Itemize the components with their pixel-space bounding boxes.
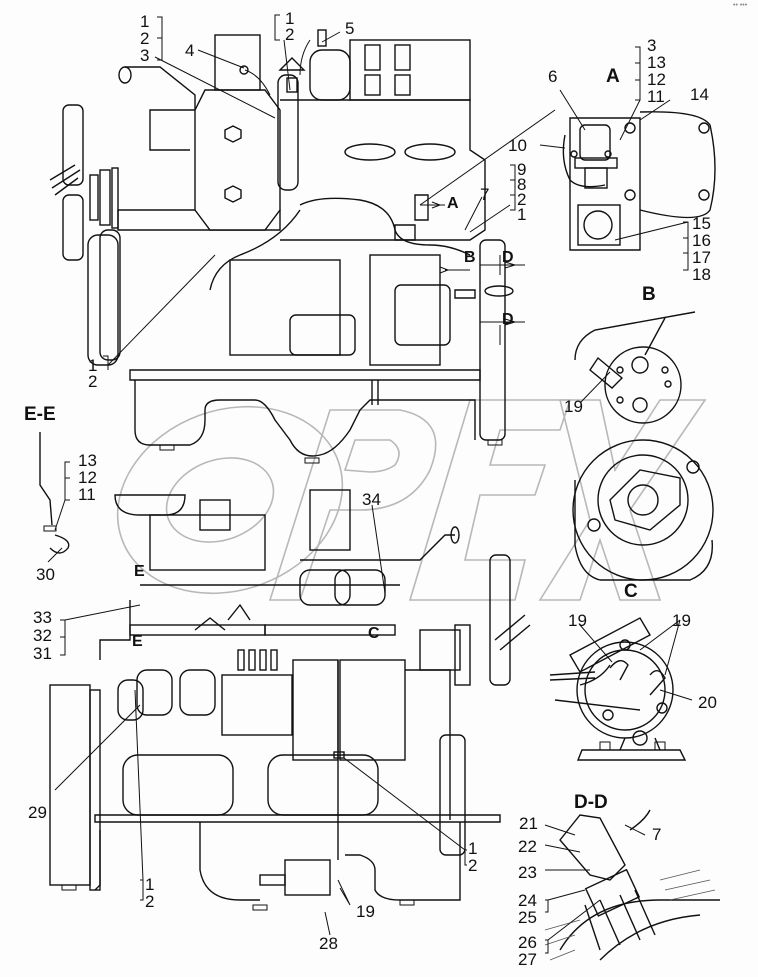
lower-engine-view bbox=[49, 489, 531, 911]
callout-24: 24 bbox=[518, 891, 537, 910]
section-mark-a: A bbox=[447, 195, 459, 212]
callout-22: 22 bbox=[518, 837, 537, 856]
callout-13: 13 bbox=[647, 53, 666, 72]
callout-7: 7 bbox=[480, 185, 490, 204]
callout-29: 29 bbox=[28, 803, 47, 822]
callout-3: 3 bbox=[647, 36, 657, 55]
callout-28: 28 bbox=[319, 934, 338, 953]
callout-31: 31 bbox=[33, 644, 52, 663]
view-title-b: B bbox=[642, 284, 656, 305]
callout-25: 25 bbox=[518, 908, 537, 927]
view-a-detail bbox=[562, 111, 716, 251]
callout-15: 15 bbox=[692, 214, 711, 233]
callout-9: 9 bbox=[517, 160, 527, 179]
section-mark-c: C bbox=[368, 625, 380, 642]
callout-34: 34 bbox=[362, 490, 381, 509]
callout-13: 13 bbox=[78, 451, 97, 470]
callout-12: 12 bbox=[78, 468, 97, 487]
top-engine-view bbox=[49, 29, 525, 464]
callout-1: 1 bbox=[140, 12, 150, 31]
callout-4: 4 bbox=[185, 41, 195, 60]
view-title-c: C bbox=[624, 581, 638, 602]
callout-1: 1 bbox=[145, 875, 155, 894]
corner-mark: •• ••• bbox=[733, 2, 748, 9]
view-b-detail bbox=[572, 311, 714, 581]
callout-10: 10 bbox=[508, 136, 527, 155]
callout-27: 27 bbox=[518, 950, 537, 969]
callout-12: 12 bbox=[647, 70, 666, 89]
callout-32: 32 bbox=[33, 626, 52, 645]
callout-19: 19 bbox=[568, 611, 587, 630]
callout-2: 2 bbox=[145, 892, 155, 911]
view-title-ee: E-E bbox=[24, 404, 56, 425]
view-title-dd: D-D bbox=[574, 792, 608, 813]
callout-21: 21 bbox=[519, 814, 538, 833]
callout-3: 3 bbox=[140, 46, 150, 65]
section-mark-d-bottom: D bbox=[502, 311, 514, 328]
callout-6: 6 bbox=[548, 67, 558, 86]
callout-17: 17 bbox=[692, 248, 711, 267]
callout-2: 2 bbox=[468, 856, 478, 875]
callout-2: 2 bbox=[88, 372, 98, 391]
callout-33: 33 bbox=[33, 608, 52, 627]
watermark-opex bbox=[116, 399, 707, 601]
callout-11: 11 bbox=[78, 485, 96, 504]
callout-7: 7 bbox=[652, 825, 662, 844]
section-mark-d-top: D bbox=[502, 249, 514, 266]
view-c-detail bbox=[549, 617, 687, 761]
callout-14: 14 bbox=[690, 85, 709, 104]
callout-1: 1 bbox=[285, 9, 295, 28]
callout-23: 23 bbox=[518, 863, 537, 882]
section-mark-e-top: E bbox=[134, 563, 145, 580]
callout-19: 19 bbox=[564, 397, 583, 416]
view-ee-detail bbox=[39, 432, 70, 554]
section-mark-e-bottom: E bbox=[132, 633, 143, 650]
callout-19: 19 bbox=[672, 611, 691, 630]
callout-5: 5 bbox=[345, 19, 355, 38]
callout-26: 26 bbox=[518, 933, 537, 952]
view-dd-detail bbox=[544, 809, 720, 961]
callout-19: 19 bbox=[356, 902, 375, 921]
view-title-a: A bbox=[606, 66, 620, 87]
callout-1: 1 bbox=[517, 205, 527, 224]
callout-1: 1 bbox=[468, 839, 478, 858]
leader-lines bbox=[47, 14, 693, 954]
callout-30: 30 bbox=[36, 565, 55, 584]
callout-8: 8 bbox=[517, 175, 527, 194]
callout-2: 2 bbox=[517, 190, 527, 209]
callout-2: 2 bbox=[285, 25, 295, 44]
callout-18: 18 bbox=[692, 265, 711, 284]
callout-11: 11 bbox=[647, 87, 665, 106]
callout-1: 1 bbox=[88, 356, 98, 375]
callout-2: 2 bbox=[140, 29, 150, 48]
section-mark-b: B bbox=[464, 249, 476, 266]
callout-20: 20 bbox=[698, 693, 717, 712]
callout-16: 16 bbox=[692, 231, 711, 250]
